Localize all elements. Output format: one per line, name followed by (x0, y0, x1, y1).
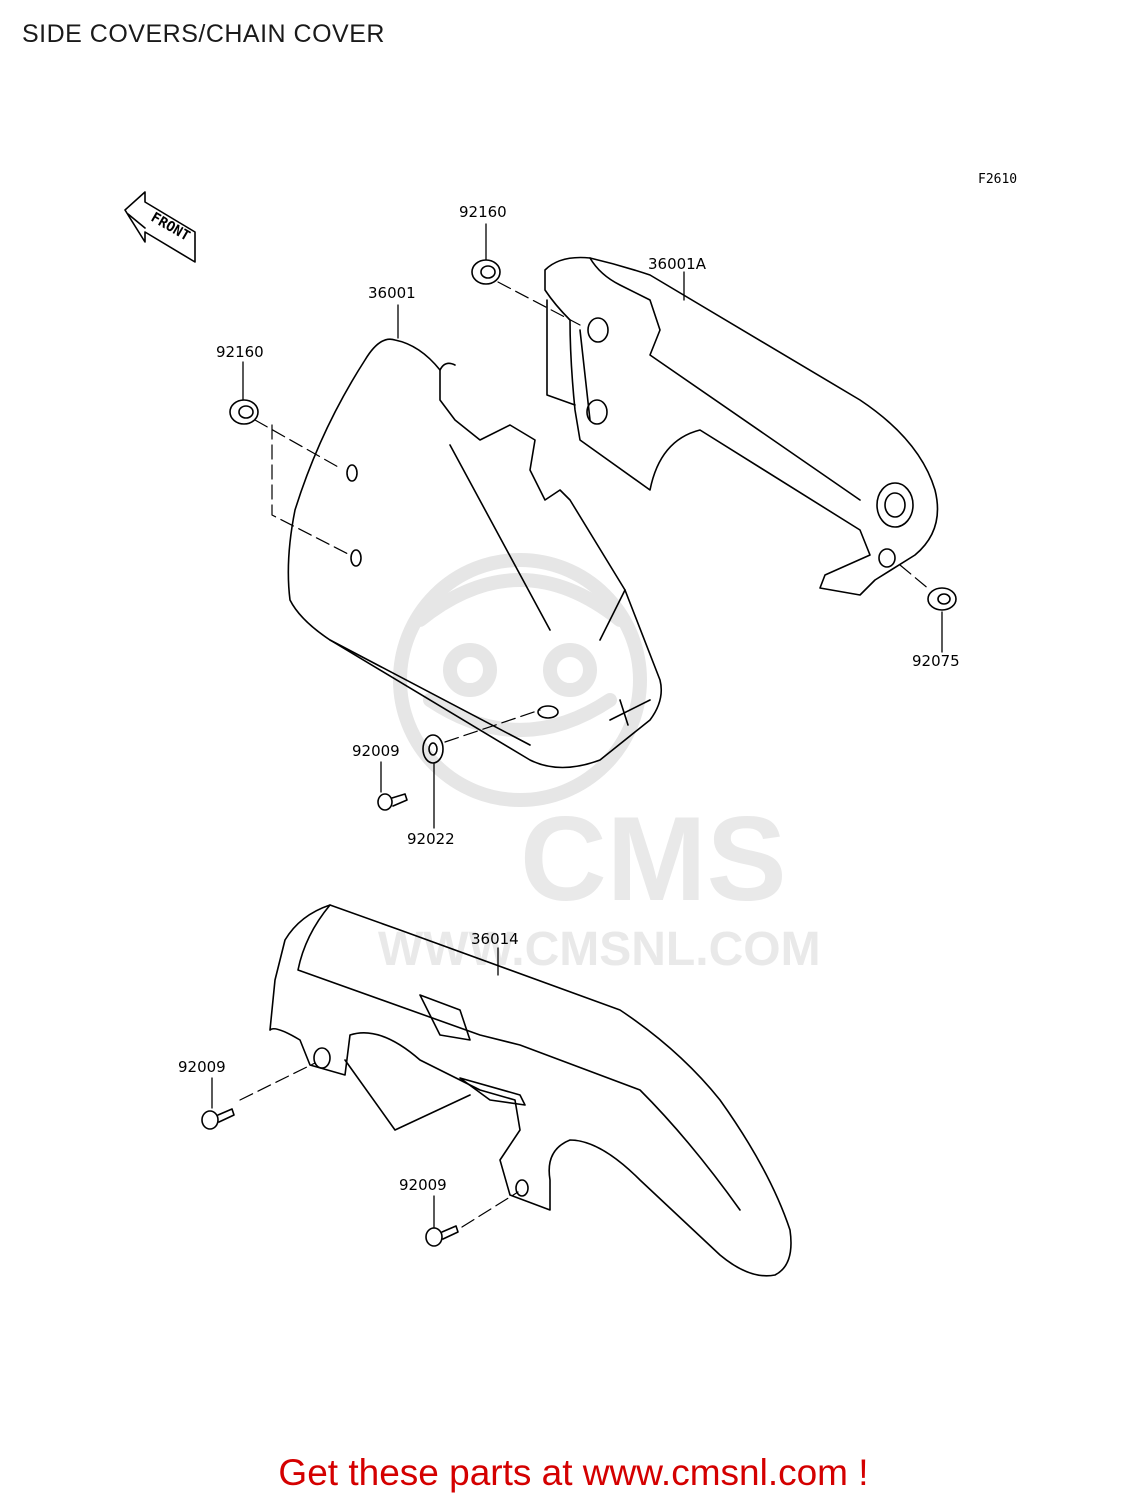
watermark-brand: CMS (520, 792, 787, 926)
label-92009-bottom: 92009 (399, 1176, 447, 1194)
side-cover-36001-shape (287, 338, 663, 769)
figure-code: F2610 (978, 172, 1018, 187)
label-92160-top: 92160 (459, 203, 507, 221)
chain-cover-36014-shape (269, 904, 792, 1277)
nut-92075-shape (927, 587, 957, 611)
label-36001A: 36001A (648, 255, 706, 273)
bolt-92009-mid-shape (377, 793, 408, 811)
footer-link[interactable]: Get these parts at www.cmsnl.com ! (278, 1452, 869, 1493)
footer-promo: Get these parts at www.cmsnl.com ! (0, 1452, 1147, 1494)
label-36001: 36001 (368, 284, 416, 302)
label-92009-mid: 92009 (352, 742, 400, 760)
label-92009-left: 92009 (178, 1058, 226, 1076)
label-92075: 92075 (912, 652, 960, 670)
front-arrow-icon (124, 191, 196, 263)
page-title: SIDE COVERS/CHAIN COVER (22, 20, 385, 48)
label-92022: 92022 (407, 830, 455, 848)
washer-92022-shape (422, 734, 444, 764)
grommet-92160-left-shape (229, 399, 259, 425)
grommet-92160-top-shape (471, 259, 501, 285)
cover-36001A-shape (544, 256, 939, 596)
watermark-helmet-logo (393, 553, 647, 807)
label-92160-left: 92160 (216, 343, 264, 361)
bolt-92009-left-shape (201, 1108, 235, 1130)
bolt-92009-bottom-shape (425, 1225, 459, 1247)
label-36014: 36014 (471, 930, 519, 948)
front-marker-text: FRONT (148, 210, 193, 245)
